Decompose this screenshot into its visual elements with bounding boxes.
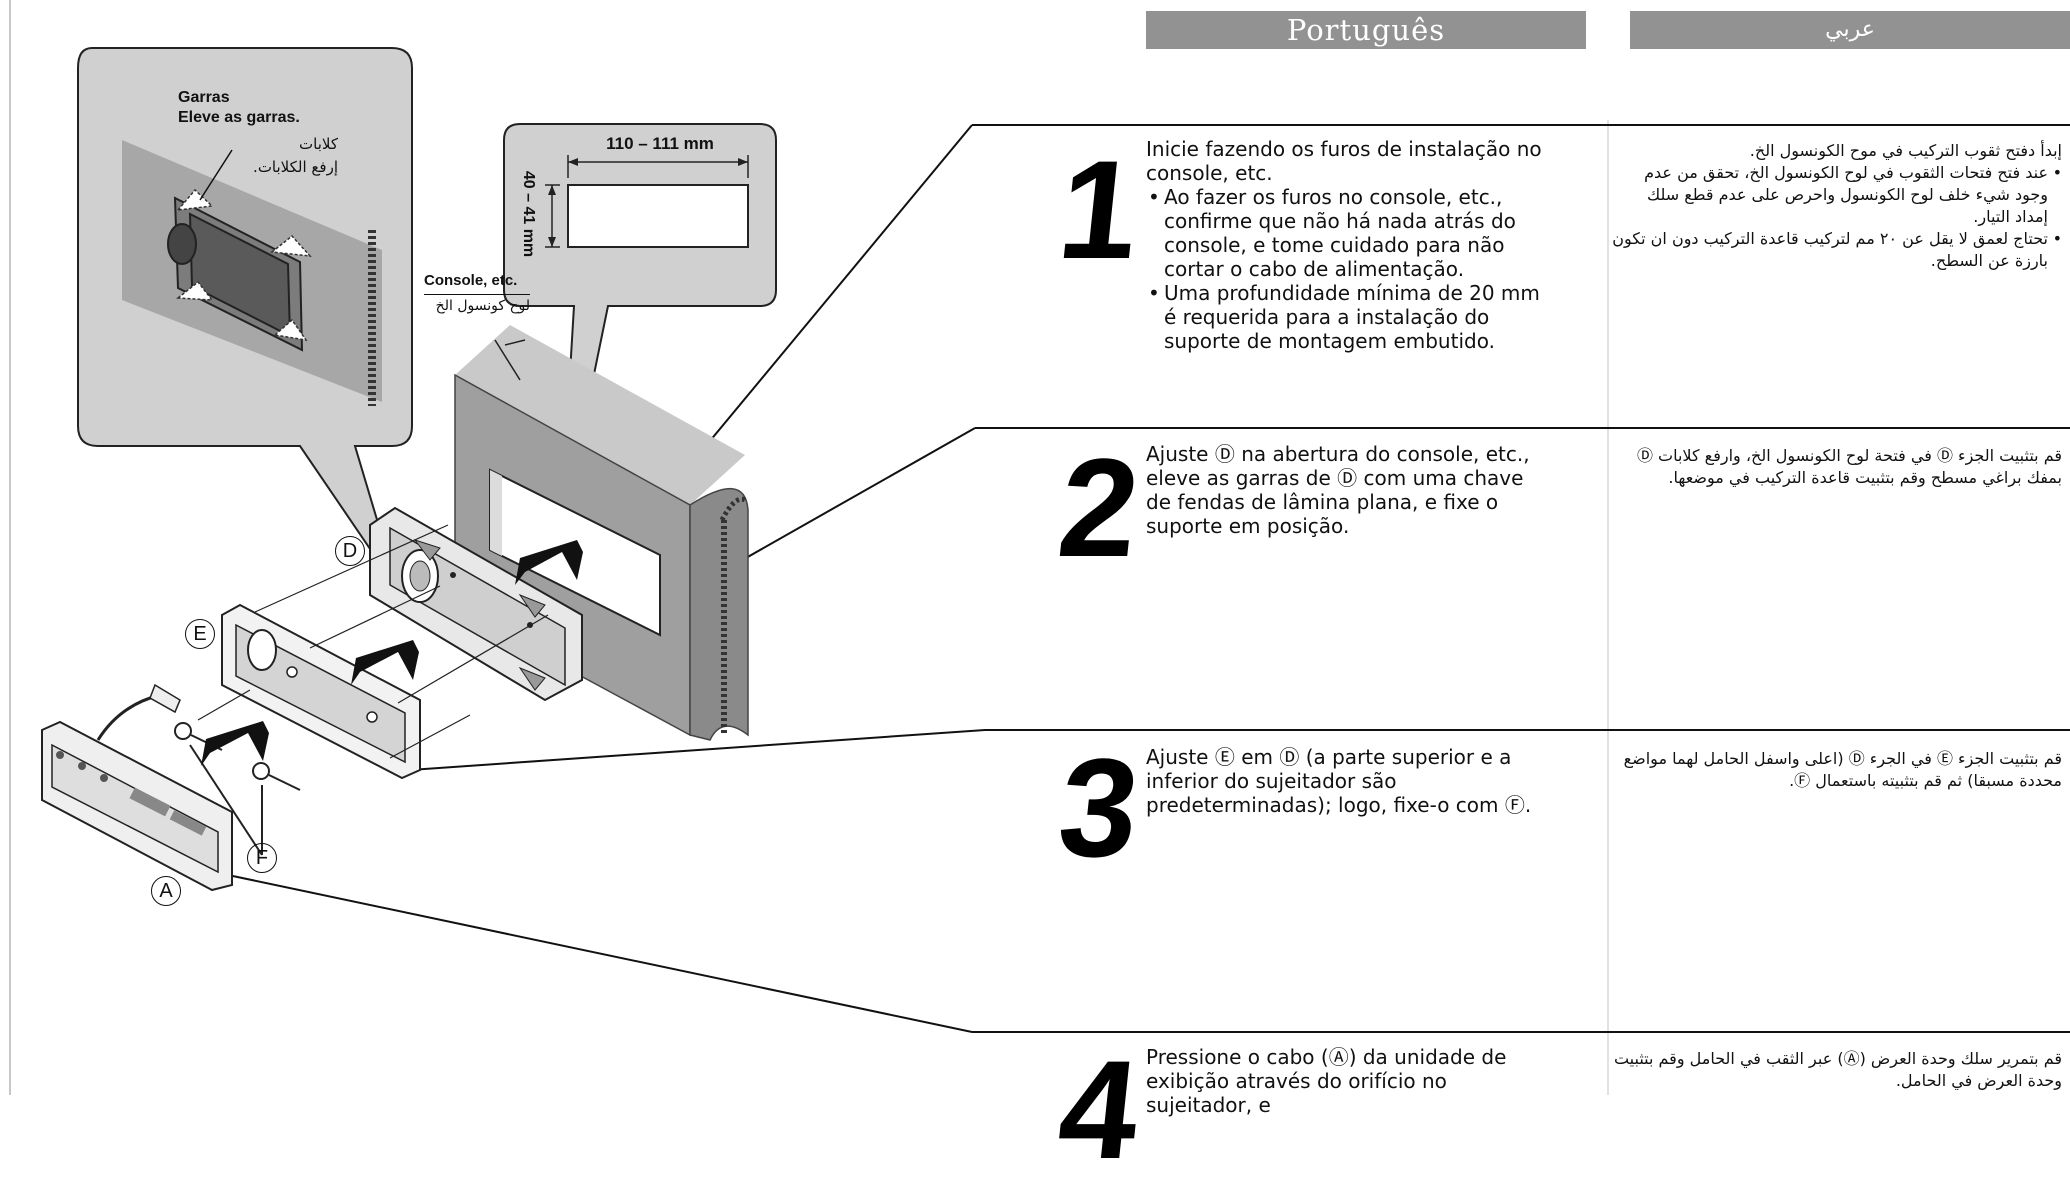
step-1-text: Inicie fazendo os furos de instalação no… bbox=[1146, 137, 1551, 353]
step-3-number: 3 bbox=[1051, 729, 1147, 886]
step-1-bullet: Ao fazer os furos no console, etc., conf… bbox=[1146, 185, 1551, 281]
step-2-number: 2 bbox=[1051, 429, 1147, 586]
header-arabic: عربي bbox=[1630, 11, 2070, 49]
step-1-arabic: إبدأ دفتح ثقوب التركيب في موح الكونسول ا… bbox=[1610, 140, 2062, 272]
console-label: Console, etc. bbox=[424, 272, 518, 289]
step-1-arabic-bullets: عند فتح فتحات الثقوب في لوح الكونسول الخ… bbox=[1610, 162, 2062, 272]
width-dimension: 110 – 111 mm bbox=[606, 134, 714, 153]
step-1-arabic-intro: إبدأ دفتح ثقوب التركيب في موح الكونسول ا… bbox=[1749, 141, 2062, 160]
mounting-bracket bbox=[369, 506, 583, 702]
step-2-text: Ajuste Ⓓ na abertura do console, etc., e… bbox=[1146, 442, 1530, 538]
claws-title: Garras bbox=[178, 89, 230, 106]
guide-lines bbox=[197, 524, 549, 759]
part-label-f: F bbox=[247, 843, 277, 873]
step-3-arabic: قم بتثبيت الجزء Ⓔ في الجرء Ⓓ (اعلى واسفل… bbox=[1623, 749, 2062, 790]
step-1-arabic-bullet: عند فتح فتحات الثقوب في لوح الكونسول الخ… bbox=[1610, 162, 2062, 228]
step-2-arabic: قم بتثبيت الجزء Ⓓ في فتحة لوح الكونسول ا… bbox=[1636, 446, 2062, 487]
step-1-arabic-bullet: تحتاج لعمق لا يقل عن ٢٠ مم لتركيب قاعدة … bbox=[1610, 228, 2062, 272]
step-1-number: 1 bbox=[1051, 131, 1147, 288]
claws-instruction: Eleve as garras. bbox=[178, 109, 300, 126]
display-unit bbox=[41, 683, 233, 892]
part-label-d: D bbox=[335, 536, 365, 566]
step-4-arabic: قم بتمرير سلك وحدة العرض (Ⓐ) عبر الثقب ف… bbox=[1613, 1049, 2062, 1090]
console-panel bbox=[454, 325, 749, 741]
step-1-bullet: Uma profundidade mínima de 20 mm é reque… bbox=[1146, 281, 1551, 353]
claws-callout bbox=[77, 47, 413, 591]
holder-frame bbox=[221, 603, 421, 780]
insertion-arrows bbox=[201, 540, 583, 766]
step-1-intro: Inicie fazendo os furos de instalação no… bbox=[1146, 137, 1542, 185]
step-4-text: Pressione o cabo (Ⓐ) da unidade de exibi… bbox=[1146, 1045, 1507, 1117]
part-label-e: E bbox=[185, 619, 215, 649]
part-label-a: A bbox=[151, 876, 181, 906]
claws-arabic-1: كلابات bbox=[299, 135, 338, 153]
step-3-text: Ajuste Ⓔ em Ⓓ (a parte superior e a infe… bbox=[1146, 745, 1532, 817]
installation-diagram bbox=[9, 0, 2070, 1095]
step-1-bullets: Ao fazer os furos no console, etc., conf… bbox=[1146, 185, 1551, 353]
step-separator-lines bbox=[227, 124, 2070, 1033]
console-label-rule bbox=[424, 294, 530, 295]
step-4-number: 4 bbox=[1051, 1031, 1147, 1188]
screws bbox=[174, 722, 301, 856]
height-dimension: 40 – 41 mm bbox=[520, 170, 537, 258]
claws-arabic-2: إرفع الكلابات. bbox=[253, 158, 338, 176]
console-arabic: لوح كونسول الخ bbox=[435, 298, 530, 314]
header-portuguese: Português bbox=[1146, 11, 1586, 49]
